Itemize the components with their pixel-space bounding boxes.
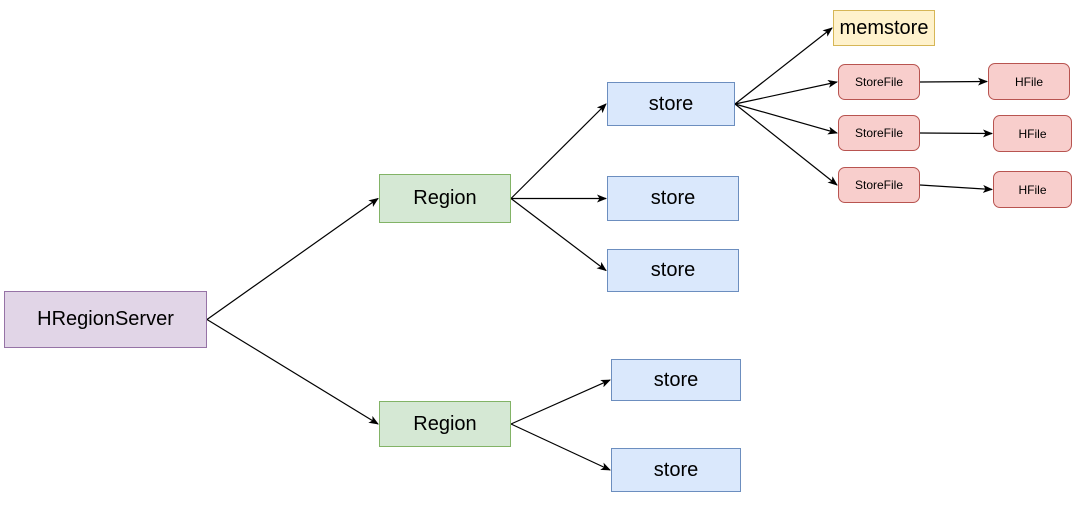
storefile-node-2: StoreFile (838, 115, 920, 151)
region-node-1: Region (379, 174, 511, 223)
hfile-node-2: HFile (993, 115, 1072, 152)
edge-store_1a-to-storefile_1 (734, 79, 838, 105)
edge-store_1a-to-memstore (734, 27, 833, 105)
edge-region_2-to-store_2a (510, 379, 611, 425)
store-node-2a: store (611, 359, 741, 401)
edge-region_1-to-store_1c (510, 198, 607, 272)
edge-region_1-to-store_1a (510, 103, 607, 199)
hfile-node-1: HFile (988, 63, 1070, 100)
storefile-node-3: StoreFile (838, 167, 920, 203)
edge-storefile_2-to-hfile_2 (919, 129, 993, 138)
store-node-2b: store (611, 448, 741, 492)
edge-store_1a-to-storefile_3 (734, 103, 838, 186)
store-node-1c: store (607, 249, 739, 292)
edge-server-to-region_1 (206, 197, 379, 320)
region-node-2: Region (379, 401, 511, 447)
hregionserver-node: HRegionServer (4, 291, 207, 348)
edge-storefile_3-to-hfile_3 (919, 184, 993, 193)
storefile-node-1: StoreFile (838, 64, 920, 100)
hfile-node-3: HFile (993, 171, 1072, 208)
edge-storefile_1-to-hfile_1 (919, 77, 988, 86)
memstore-node: memstore (833, 10, 935, 46)
edge-server-to-region_2 (206, 318, 379, 425)
edge-region_2-to-store_2b (510, 423, 611, 471)
edge-store_1a-to-storefile_2 (734, 103, 838, 135)
store-node-1b: store (607, 176, 739, 221)
store-node-1a: store (607, 82, 735, 126)
